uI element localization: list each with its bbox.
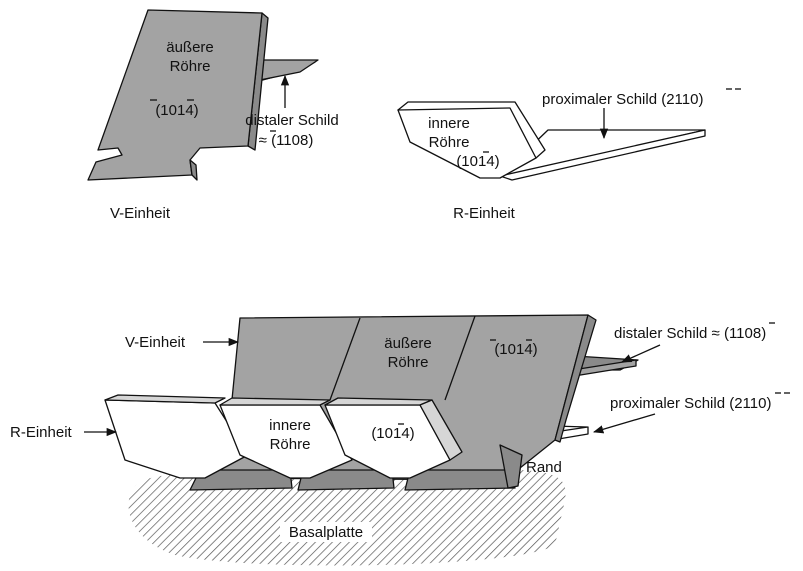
distal-shield-label-1: distaler Schild [245, 112, 338, 129]
assembled-structure: Basalplatte äußere Röhre (1014) innere [10, 315, 790, 565]
proximal-shield-label: proximaler Schild (2110) [610, 395, 771, 412]
basal-plate-label: Basalplatte [289, 524, 363, 541]
outer-tube-index: (1014) [494, 341, 537, 358]
inner-tube-label-2: Röhre [270, 436, 311, 453]
outer-tube-label-1: äußere [384, 335, 432, 352]
distal-shield-label: distaler Schild ≈ (1108) [614, 325, 766, 342]
inner-tube-index: (1014) [371, 425, 414, 442]
inner-tube-label-2: Röhre [429, 134, 470, 151]
r-unit-figure: innere Röhre (1014) proximaler Schild (2… [398, 89, 741, 222]
v-unit-caption: V-Einheit [110, 205, 171, 222]
outer-tube-slab [88, 10, 262, 180]
r-unit-label: R-Einheit [10, 424, 73, 441]
proximal-arrow [594, 414, 655, 432]
outer-tube-label-1: äußere [166, 39, 214, 56]
inner-tube-index: (1014) [456, 153, 499, 170]
outer-tube-foot [190, 160, 197, 180]
v-unit-figure: äußere Röhre (1014) distaler Schild ≈ (1… [88, 10, 339, 222]
r-block-2-top [220, 398, 330, 405]
outer-tube-index: (1014) [155, 102, 198, 119]
r-block-3-top [325, 398, 432, 405]
r-unit-caption: R-Einheit [453, 205, 516, 222]
outer-tube-label-2: Röhre [388, 354, 429, 371]
outer-tube-label-2: Röhre [170, 58, 211, 75]
v-unit-label: V-Einheit [125, 334, 186, 351]
inner-tube-label-1: innere [428, 115, 470, 132]
distal-arrow [622, 345, 660, 362]
distal-shield-label-2: ≈ (1108) [259, 132, 314, 149]
inner-tube-label-1: innere [269, 417, 311, 434]
proximal-shield-label: proximaler Schild (2110) [542, 91, 703, 108]
rand-label: Rand [526, 459, 562, 476]
